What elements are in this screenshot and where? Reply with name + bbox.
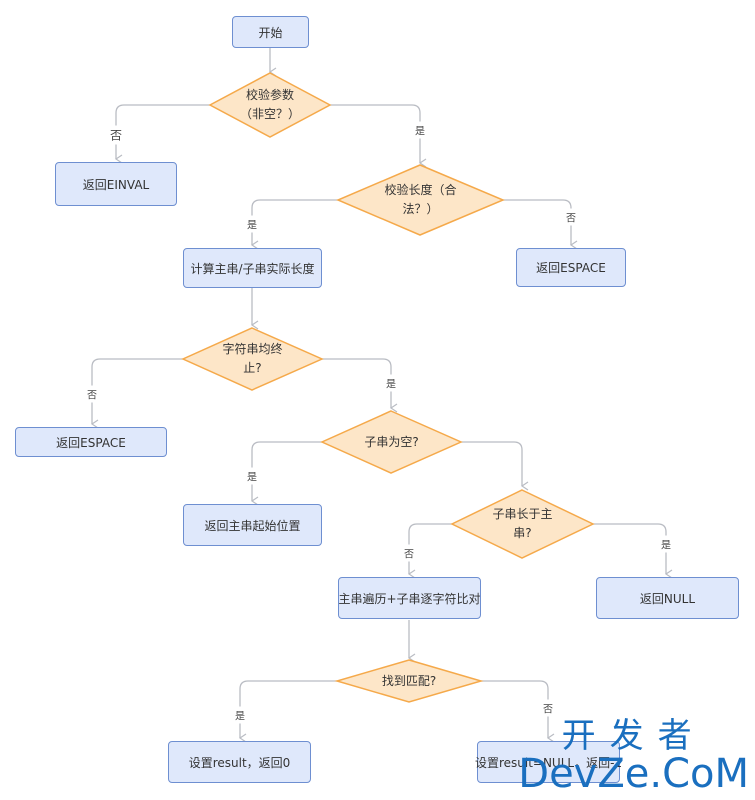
node-return-espace-1-label: 返回ESPACE [536,261,606,275]
node-set-result-0-label: 设置result，返回0 [188,755,291,770]
node-return-main-start-label: 返回主串起始位置 [204,518,301,533]
decision-strings-terminated-label: 字符串均终 止? [222,342,283,375]
edge-substr-longer-no [409,523,452,574]
edge-label-substr-longer-no: 否 [404,544,414,562]
decision-substr-empty-label: 子串为空? [364,434,419,449]
edge-label-check-length-no: 否 [566,208,576,226]
edge-label-check-length-yes: 是 [247,215,257,233]
edge-label-substr-empty-yes: 是 [247,467,257,485]
node-return-null-label: 返回NULL [639,591,696,606]
edge-check-length-yes [252,199,338,245]
decision-strings-terminated [181,327,324,391]
node-traverse-compare[interactable]: 主串遍历+子串逐字符比对 [338,577,481,619]
node-start[interactable]: 开始 [232,16,309,48]
edge-label-found-no: 否 [543,699,553,717]
edge-label-check-params-yes: 是 [415,121,425,139]
decision-found-match [334,659,484,703]
node-return-einval-label: 返回EINVAL [82,177,150,192]
node-calc-length[interactable]: 计算主串/子串实际长度 [183,248,322,288]
node-set-result-0[interactable]: 设置result，返回0 [168,741,311,783]
edge-terminated-no [92,358,183,424]
edge-label-check-params-no: 否 [109,125,123,145]
watermark-line1: 开发者 [561,716,706,756]
node-return-main-start[interactable]: 返回主串起始位置 [183,504,322,546]
node-calc-length-label: 计算主串/子串实际长度 [190,261,315,276]
decision-substr-empty [320,410,463,474]
edge-label-found-yes: 是 [235,706,245,724]
watermark-line2: DevZe.CoM [518,751,749,797]
edge-terminated-yes [322,358,391,408]
edge-found-yes [240,680,337,738]
node-return-espace-2-label: 返回ESPACE [56,435,126,450]
edge-label-terminated-yes: 是 [386,374,396,392]
edge-found-no [481,680,548,738]
edge-substr-empty-no [461,441,522,486]
decision-check-params-label: 校验参数 （非空？） [239,88,300,121]
decision-substr-longer-label: 子串长于主 串? [492,507,553,540]
node-set-result-null-label: 设置result=NULL，返回-1 [474,755,623,770]
edge-check-length-no [503,199,571,245]
node-set-result-null[interactable]: 设置result=NULL，返回-1 [474,741,623,783]
edge-substr-empty-yes [252,441,322,501]
node-return-einval[interactable]: 返回EINVAL [55,162,177,206]
decision-substr-longer [450,489,595,559]
decision-found-match-label: 找到匹配? [381,673,437,688]
decision-check-length [336,164,505,236]
node-return-espace-1[interactable]: 返回ESPACE [516,248,626,287]
decision-check-params [208,72,332,138]
watermark: 开发者 DevZe.CoM [518,718,749,794]
node-return-espace-2[interactable]: 返回ESPACE [15,427,167,457]
edge-label-terminated-no: 否 [87,385,97,403]
edge-check-params-no [116,104,210,159]
node-traverse-compare-label: 主串遍历+子串逐字符比对 [338,591,481,606]
node-return-null[interactable]: 返回NULL [596,577,739,619]
node-start-label: 开始 [258,25,283,40]
edge-label-substr-longer-yes: 是 [661,535,671,553]
edge-check-params-yes [330,104,420,163]
decision-check-length-label: 校验长度（合 法？） [384,183,457,216]
edge-substr-longer-yes [593,523,666,574]
